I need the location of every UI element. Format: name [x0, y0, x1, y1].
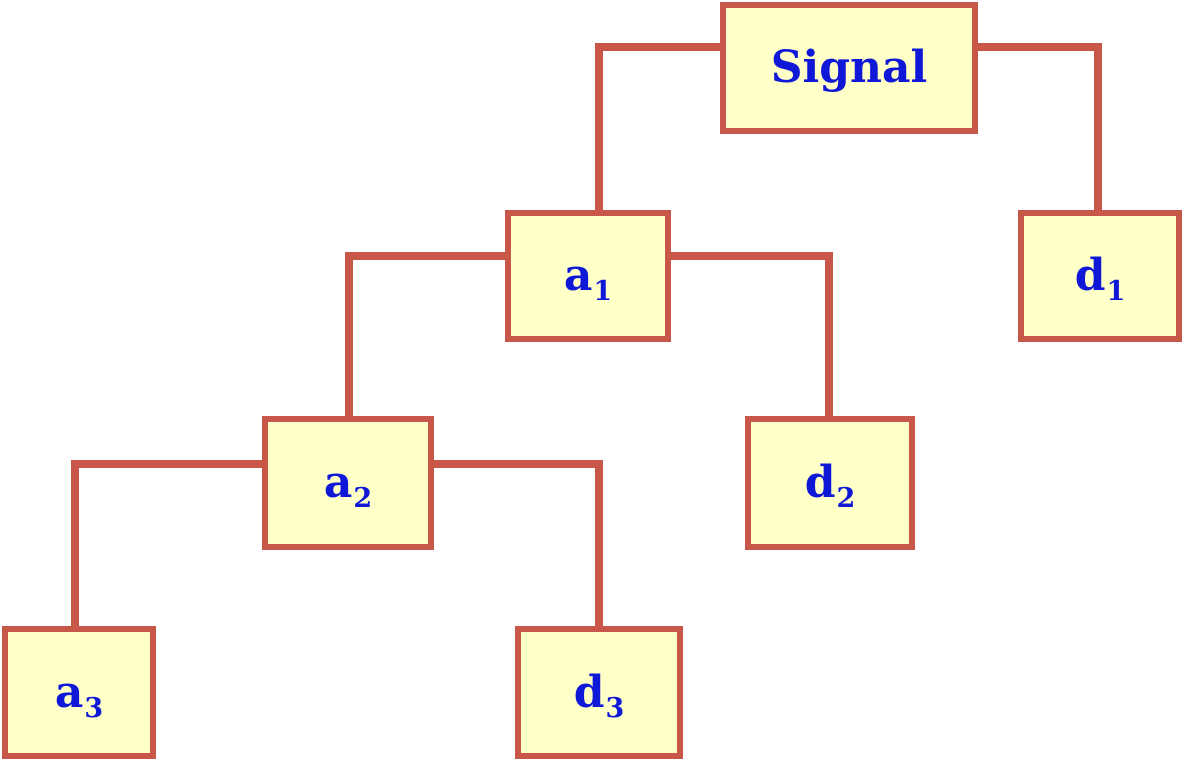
node-a2-label: a 2 — [323, 457, 372, 513]
connector-signal-a1 — [595, 43, 724, 214]
node-d1: d 1 — [1018, 210, 1182, 342]
node-d3-letter: d — [573, 666, 605, 718]
node-a1: a 1 — [505, 210, 671, 342]
node-a3-label: a 3 — [54, 666, 103, 722]
node-signal: Signal — [720, 2, 978, 134]
node-d2: d 2 — [745, 416, 915, 550]
node-a3-subscript: 3 — [84, 692, 104, 724]
connector-a2-a3 — [71, 460, 266, 630]
node-a1-letter: a — [563, 250, 593, 301]
connector-a1-d2 — [668, 252, 833, 420]
node-a2-subscript: 2 — [353, 483, 373, 514]
node-a1-label: a 1 — [563, 250, 612, 306]
node-d3-label: d 3 — [573, 666, 625, 722]
node-d2-label: d 2 — [804, 457, 856, 513]
node-d3-subscript: 3 — [605, 692, 625, 724]
node-d1-label: d 1 — [1074, 250, 1126, 306]
node-a2: a 2 — [262, 416, 434, 550]
node-d2-letter: d — [804, 457, 836, 508]
node-d3: d 3 — [515, 626, 683, 759]
node-signal-label: Signal — [771, 46, 927, 90]
node-a1-subscript: 1 — [593, 276, 613, 307]
node-a2-letter: a — [323, 457, 353, 508]
connector-a2-d3 — [430, 460, 603, 630]
connector-a1-a2 — [345, 252, 509, 420]
node-a3-letter: a — [54, 666, 84, 718]
node-d1-letter: d — [1074, 250, 1106, 301]
node-d2-subscript: 2 — [836, 483, 856, 514]
node-a3: a 3 — [2, 626, 156, 759]
connector-signal-d1 — [974, 43, 1102, 214]
node-d1-subscript: 1 — [1106, 276, 1126, 307]
node-signal-text: Signal — [770, 42, 928, 93]
